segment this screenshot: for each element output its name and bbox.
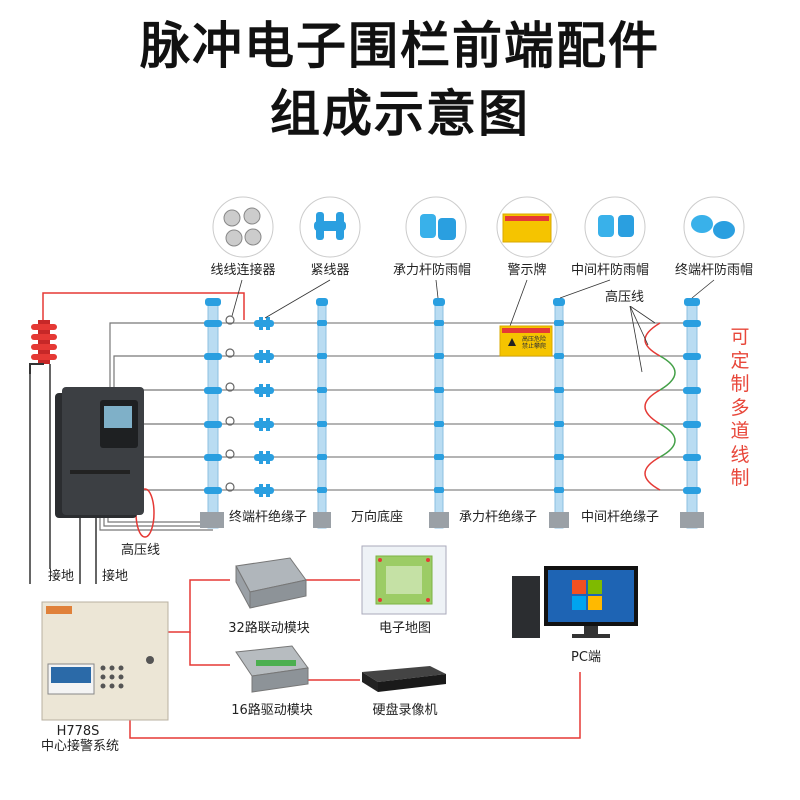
- dvr-device: [362, 666, 446, 692]
- universal-base-label: 万向底座: [350, 510, 405, 526]
- power-link-wire: [42, 292, 245, 320]
- side-note-customizable: 可定制多道线制: [730, 326, 750, 489]
- insulator-column-middle-1: [317, 320, 327, 493]
- insulator-column-bearing: [434, 320, 444, 493]
- bearing-insulator-label: 承力杆绝缘子: [458, 510, 539, 526]
- emap-image: [361, 545, 447, 615]
- accessory-wire-connector: [212, 196, 274, 258]
- accessory-label-tensioner: 紧线器: [309, 263, 351, 279]
- driver-module-label: 16路驱动模块: [230, 703, 314, 719]
- posts: [207, 302, 698, 529]
- energizer-unit: [55, 387, 144, 518]
- hv-jumpers: [644, 322, 676, 491]
- ground-label-1: 接地: [47, 569, 76, 585]
- accessory-label-wire-connector: 线线连接器: [209, 263, 277, 279]
- accessory-label-bearing-cap: 承力杆防雨帽: [391, 263, 473, 279]
- tensioners: [254, 317, 274, 497]
- linkage-module-label: 32路联动模块: [227, 621, 311, 637]
- accessory-bearing-cap: [405, 196, 467, 258]
- dvr-label: 硬盘录像机: [371, 703, 439, 719]
- accessory-label-terminal-cap: 终端杆防雨帽: [673, 263, 755, 279]
- accessory-label-middle-cap: 中间杆防雨帽: [569, 263, 651, 279]
- wire-connectors: [225, 315, 235, 492]
- pc-label: PC端: [570, 650, 602, 666]
- accessory-warning-sign: [496, 196, 558, 258]
- ground-label-2: 接地: [101, 569, 130, 585]
- host-name-label: 中心接警系统: [39, 739, 121, 755]
- host-to-driver-wire: [189, 632, 230, 666]
- title-line-1: 脉冲电子围栏前端配件: [140, 17, 660, 75]
- host-to-pc-wire: [129, 672, 581, 739]
- emap-label: 电子地图: [377, 621, 433, 637]
- linkage-module: [235, 557, 307, 609]
- accessory-tensioner: [299, 196, 361, 258]
- warning-sign-line-2: 禁止攀爬: [521, 343, 546, 350]
- terminal-insulator-label: 终端杆绝缘子: [228, 510, 309, 526]
- driver-module: [235, 645, 309, 693]
- middle-insulator-label: 中间杆绝缘子: [580, 510, 661, 526]
- fence-warning-sign: [499, 325, 553, 357]
- title-line-2: 组成示意图: [270, 85, 530, 143]
- accessory-label-warning-sign: 警示牌: [506, 263, 548, 279]
- insulator-column-terminal-right: [683, 320, 701, 494]
- hv-wire-label-bottom: 高压线: [120, 543, 162, 559]
- insulator-column-terminal-left: [204, 320, 222, 494]
- pc-workstation: [512, 566, 638, 638]
- insulator-column-middle-2: [554, 320, 564, 493]
- host-to-modules-wire: [168, 579, 230, 633]
- warning-sign-line-1: 高压危险: [521, 336, 546, 343]
- host-model-label: H778S: [55, 724, 101, 740]
- surge-arrester: [29, 320, 57, 374]
- host-panel: [41, 601, 169, 721]
- accessory-terminal-cap: [683, 196, 745, 258]
- hv-wire-label-top: 高压线: [604, 290, 646, 306]
- accessory-middle-cap: [584, 196, 646, 258]
- warning-sign-text: 高压危险 禁止攀爬: [518, 336, 550, 350]
- fence-wires: [213, 322, 690, 491]
